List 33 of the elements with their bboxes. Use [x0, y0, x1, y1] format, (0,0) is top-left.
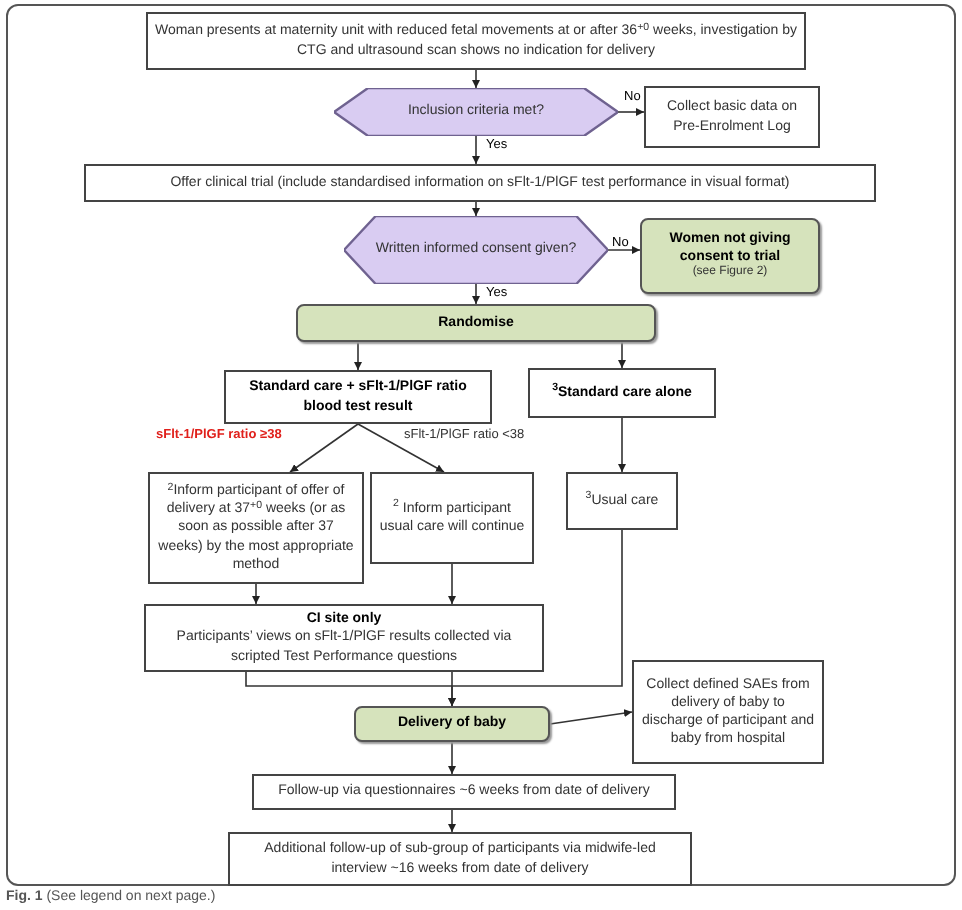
- arrow: [472, 201, 480, 217]
- process-box: [252, 774, 676, 810]
- arrow: [354, 341, 362, 371]
- process-box: [354, 706, 550, 742]
- outcome-box: [640, 218, 820, 294]
- process-box: [84, 164, 876, 202]
- process-box: [224, 370, 492, 424]
- arrow: [252, 583, 260, 605]
- arrow: [472, 283, 480, 305]
- arrow: [448, 529, 623, 707]
- decision-hexagon: [334, 88, 618, 136]
- process-box: [644, 86, 820, 148]
- arrow: [357, 423, 445, 473]
- process-box: [566, 472, 678, 530]
- decision-hexagon: [344, 216, 608, 284]
- process-box: [528, 368, 716, 418]
- process-box: [296, 304, 656, 342]
- arrow: [448, 809, 456, 833]
- arrow: [472, 135, 480, 165]
- arrow: [448, 563, 456, 605]
- arrow: [549, 709, 633, 725]
- arrow: [618, 341, 626, 369]
- process-box: [632, 660, 824, 764]
- process-box: [370, 472, 534, 564]
- arrow: [448, 741, 456, 775]
- arrow: [472, 69, 480, 89]
- arrow: [289, 423, 359, 473]
- arrow: [615, 108, 645, 116]
- arrow: [618, 417, 626, 473]
- process-box: [146, 12, 806, 70]
- process-box: [228, 832, 692, 886]
- arrow: [605, 246, 641, 254]
- process-box: [144, 604, 544, 672]
